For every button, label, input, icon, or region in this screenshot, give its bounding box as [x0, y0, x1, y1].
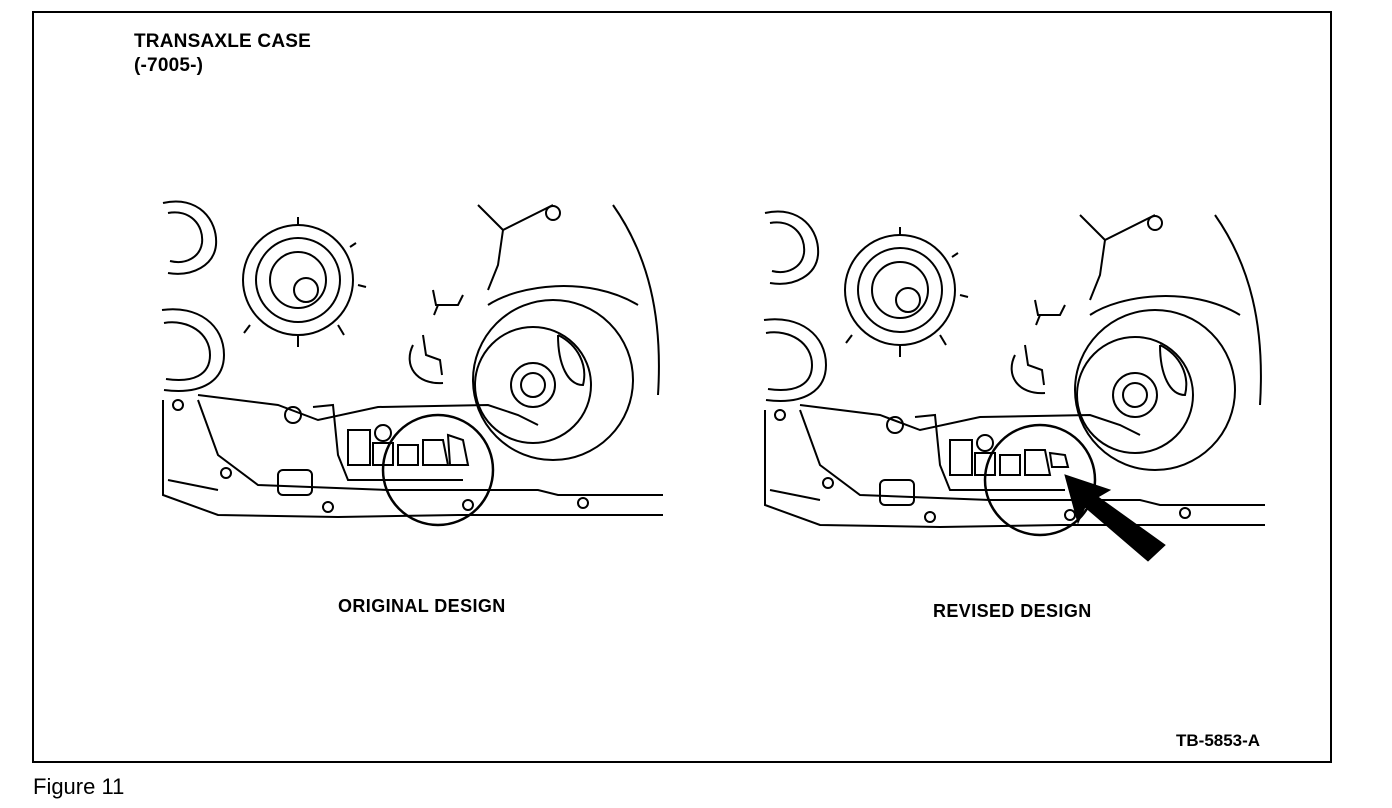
- original-design-drawing: [158, 195, 668, 535]
- figure-number: Figure 11: [33, 774, 125, 799]
- document-code: TB-5853-A: [1176, 731, 1261, 750]
- original-design-caption: ORIGINAL DESIGN: [338, 596, 506, 616]
- figure-title: TRANSAXLE CASE (-7005-): [134, 30, 311, 78]
- revised-design-caption: REVISED DESIGN: [933, 601, 1092, 621]
- figure-frame: [32, 11, 1332, 763]
- title-line-2: (-7005-): [134, 55, 204, 76]
- title-line-1: TRANSAXLE CASE: [134, 31, 311, 52]
- revised-design-drawing: [760, 205, 1275, 565]
- callout-arrow-icon: [1065, 475, 1165, 561]
